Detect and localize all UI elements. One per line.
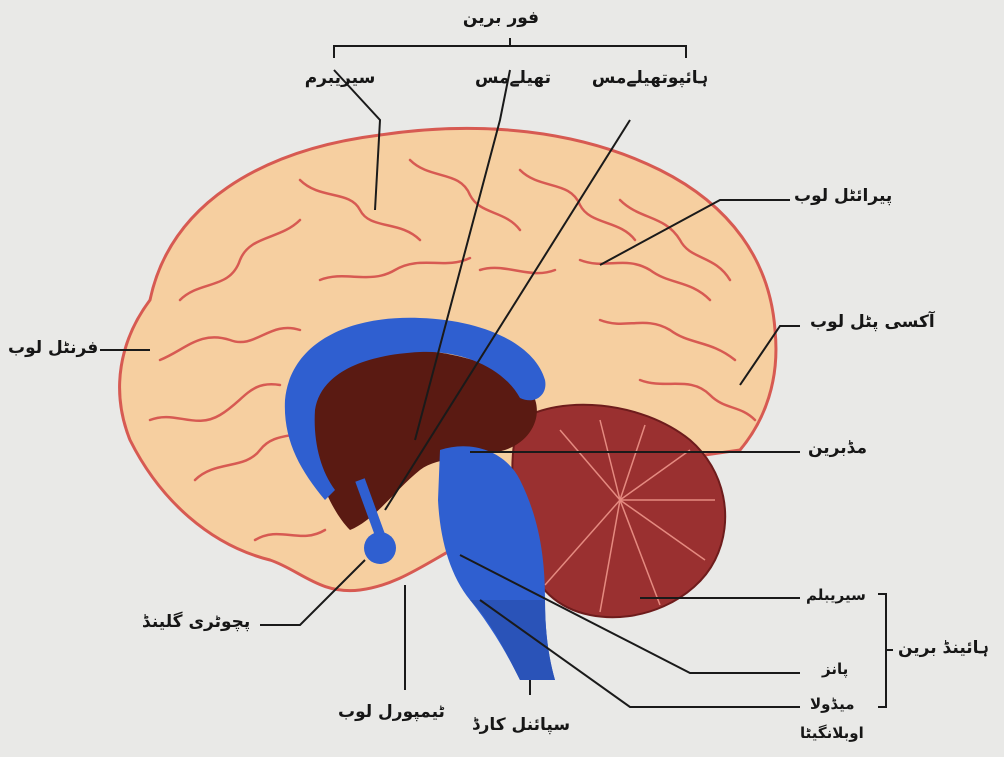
forebrain-bracket bbox=[334, 38, 686, 58]
spinal-cord-shape bbox=[470, 600, 555, 680]
label-occipital-lobe: آکسی پٹل لوب bbox=[810, 314, 935, 331]
label-temporal-lobe: ٹیمپورل لوب bbox=[338, 704, 445, 721]
label-medulla-2: اوبلانگیٹا bbox=[800, 726, 864, 741]
label-cerebrum: سیریبرم bbox=[300, 70, 380, 87]
label-cerebellum: سیریبلم bbox=[806, 588, 866, 603]
label-medulla-1: میڈولا bbox=[810, 697, 855, 712]
label-frontal-lobe: فرنٹل لوب bbox=[8, 340, 98, 357]
label-midbrain: مڈبرین bbox=[808, 440, 867, 457]
hindbrain-bracket bbox=[878, 594, 893, 707]
label-pons: پانز bbox=[822, 662, 848, 677]
label-thalamus: تھیلےمس bbox=[468, 70, 558, 87]
label-spinal-cord: سپائنل کارڈ bbox=[472, 717, 570, 734]
label-parietal-lobe: پیرائٹل لوب bbox=[794, 188, 892, 205]
label-forebrain: فور برین bbox=[446, 10, 556, 27]
pituitary-shape bbox=[364, 532, 396, 564]
label-hindbrain: ہائینڈ برین bbox=[898, 640, 989, 657]
label-pituitary-gland: پچوٹری گلینڈ bbox=[142, 614, 250, 631]
label-hypothalamus: ہائپوتھیلےمس bbox=[585, 70, 715, 87]
